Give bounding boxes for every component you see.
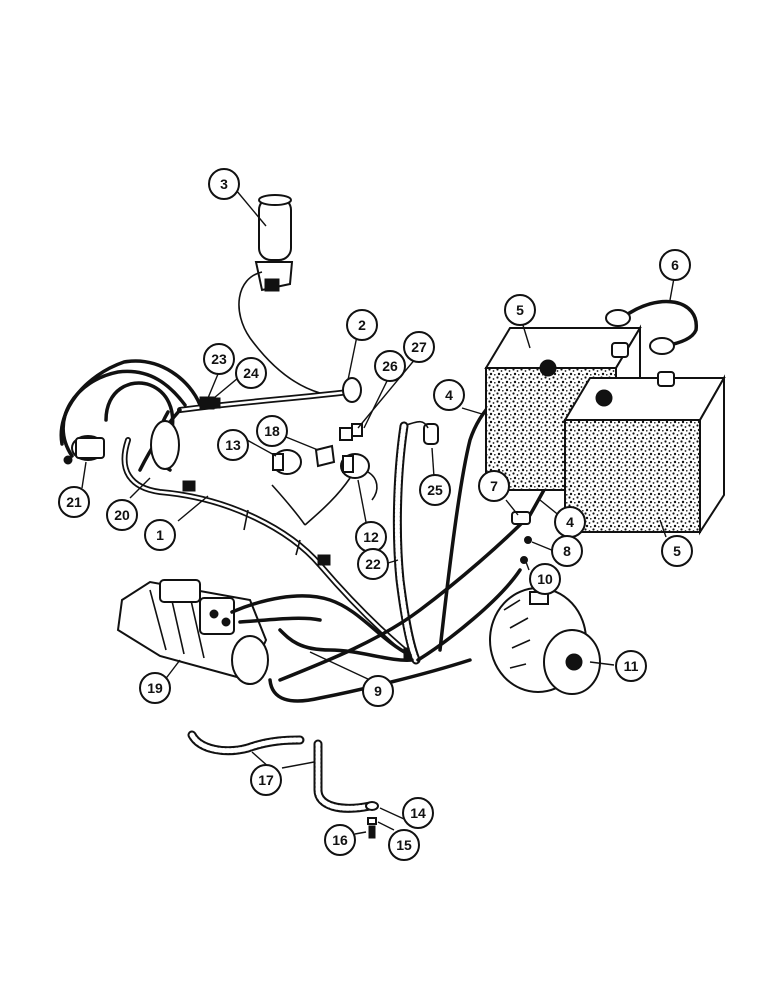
svg-text:4: 4 bbox=[445, 387, 453, 403]
svg-text:23: 23 bbox=[211, 351, 227, 367]
callout-5-upper: 5 bbox=[504, 294, 536, 326]
callout-27: 27 bbox=[403, 331, 435, 363]
svg-text:1: 1 bbox=[156, 527, 164, 543]
svg-text:12: 12 bbox=[363, 529, 379, 545]
svg-text:16: 16 bbox=[332, 832, 348, 848]
cable-clamp-hardware bbox=[511, 511, 532, 564]
artwork bbox=[59, 194, 726, 839]
callout-3: 3 bbox=[208, 168, 240, 200]
callout-24: 24 bbox=[235, 357, 267, 389]
callout-5-lower: 5 bbox=[661, 535, 693, 567]
svg-text:19: 19 bbox=[147, 680, 163, 696]
svg-text:3: 3 bbox=[220, 176, 228, 192]
strap-hardware bbox=[365, 801, 379, 839]
callout-15: 15 bbox=[388, 829, 420, 861]
callout-4-lower: 4 bbox=[554, 506, 586, 538]
callout-16: 16 bbox=[324, 824, 356, 856]
callout-17: 17 bbox=[250, 764, 282, 796]
starter-motor bbox=[116, 579, 269, 685]
starter-cables bbox=[230, 594, 472, 703]
svg-text:22: 22 bbox=[365, 556, 381, 572]
svg-text:15: 15 bbox=[396, 837, 412, 853]
svg-text:10: 10 bbox=[537, 571, 553, 587]
batteries bbox=[484, 324, 726, 536]
callout-26: 26 bbox=[374, 350, 406, 382]
callout-9: 9 bbox=[362, 675, 394, 707]
svg-text:6: 6 bbox=[671, 257, 679, 273]
svg-text:5: 5 bbox=[673, 543, 681, 559]
callout-8: 8 bbox=[551, 535, 583, 567]
svg-text:8: 8 bbox=[563, 543, 571, 559]
callouts: 1 2 3 4 4 5 5 6 7 8 9 10 11 12 13 14 15 … bbox=[58, 168, 693, 861]
svg-text:17: 17 bbox=[258, 772, 274, 788]
callout-22: 22 bbox=[357, 548, 389, 580]
callout-12: 12 bbox=[355, 521, 387, 553]
alternator bbox=[489, 587, 601, 695]
svg-text:24: 24 bbox=[243, 365, 259, 381]
svg-text:26: 26 bbox=[382, 358, 398, 374]
leader-lines bbox=[81, 189, 675, 835]
callout-11: 11 bbox=[615, 650, 647, 682]
callout-25: 25 bbox=[419, 474, 451, 506]
callout-2: 2 bbox=[346, 309, 378, 341]
svg-text:14: 14 bbox=[410, 805, 426, 821]
svg-text:20: 20 bbox=[114, 507, 130, 523]
svg-text:21: 21 bbox=[66, 494, 82, 510]
callout-21: 21 bbox=[58, 486, 90, 518]
sending-unit bbox=[238, 194, 321, 394]
callout-14: 14 bbox=[402, 797, 434, 829]
callout-10: 10 bbox=[529, 563, 561, 595]
svg-text:2: 2 bbox=[358, 317, 366, 333]
callout-18: 18 bbox=[256, 415, 288, 447]
svg-text:9: 9 bbox=[374, 683, 382, 699]
braided-straps bbox=[187, 730, 375, 813]
svg-text:7: 7 bbox=[490, 478, 498, 494]
callout-1: 1 bbox=[144, 519, 176, 551]
callout-20: 20 bbox=[106, 499, 138, 531]
svg-text:18: 18 bbox=[264, 423, 280, 439]
battery-jumper-cable bbox=[605, 299, 698, 355]
callout-4-upper: 4 bbox=[433, 379, 465, 411]
callout-23: 23 bbox=[203, 343, 235, 375]
callout-7: 7 bbox=[478, 470, 510, 502]
svg-text:27: 27 bbox=[411, 339, 427, 355]
callout-13: 13 bbox=[217, 429, 249, 461]
svg-text:11: 11 bbox=[624, 658, 639, 674]
svg-text:5: 5 bbox=[516, 302, 524, 318]
senders bbox=[271, 420, 439, 526]
svg-text:4: 4 bbox=[566, 514, 574, 530]
callout-19: 19 bbox=[139, 672, 171, 704]
svg-text:25: 25 bbox=[427, 482, 443, 498]
svg-text:13: 13 bbox=[225, 437, 241, 453]
callout-6: 6 bbox=[659, 249, 691, 281]
left-harness bbox=[59, 359, 221, 472]
ground-cable bbox=[392, 421, 421, 665]
